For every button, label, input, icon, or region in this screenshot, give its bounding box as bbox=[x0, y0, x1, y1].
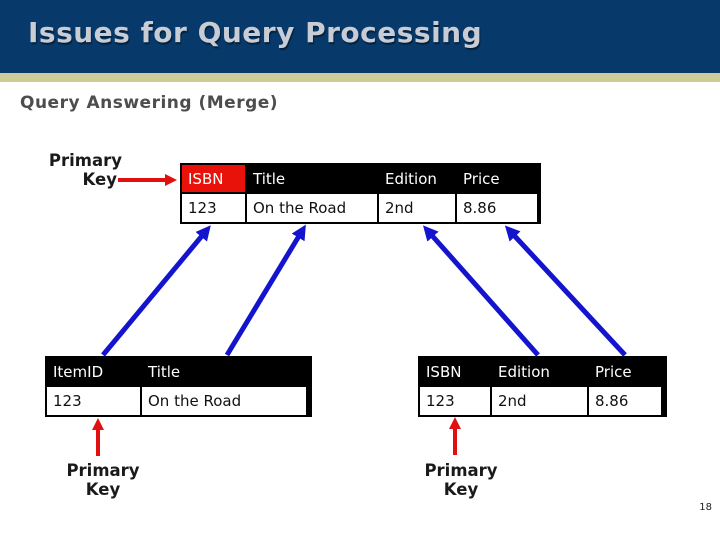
right-source-data-row: 123 2nd 8.86 bbox=[420, 387, 665, 415]
left-cell-title: On the Road bbox=[142, 387, 306, 415]
blue-merge-arrow-edition-to-edition-icon bbox=[423, 225, 540, 357]
right-cell-price: 8.86 bbox=[589, 387, 661, 415]
accent-divider bbox=[0, 73, 720, 82]
right-cell-isbn: 123 bbox=[420, 387, 490, 415]
merged-cell-isbn: 123 bbox=[182, 194, 245, 222]
primary-key-label-line2: Key bbox=[85, 480, 121, 499]
left-cell-itemid: 123 bbox=[47, 387, 140, 415]
left-source-table: ItemID Title 123 On the Road bbox=[45, 356, 312, 417]
slide-title: Issues for Query Processing bbox=[28, 16, 483, 49]
right-header-edition: Edition bbox=[498, 362, 550, 381]
merged-cell-edition: 2nd bbox=[379, 194, 455, 222]
merged-cell-price: 8.86 bbox=[457, 194, 537, 222]
title-banner bbox=[0, 0, 720, 73]
right-header-isbn: ISBN bbox=[426, 362, 462, 381]
primary-key-label-line1: Primary bbox=[424, 461, 498, 480]
right-cell-edition: 2nd bbox=[492, 387, 587, 415]
left-header-itemid: ItemID bbox=[53, 362, 104, 381]
left-header-title: Title bbox=[148, 362, 181, 381]
slide-subtitle: Query Answering (Merge) bbox=[20, 93, 279, 113]
merged-header-title: Title bbox=[253, 169, 286, 188]
merged-table-data-row: 123 On the Road 2nd 8.86 bbox=[182, 194, 539, 222]
page-number: 18 bbox=[699, 502, 712, 513]
merged-header-isbn: ISBN bbox=[182, 165, 245, 192]
right-source-header-row: ISBN Edition Price bbox=[420, 358, 665, 385]
left-source-header-row: ItemID Title bbox=[47, 358, 310, 385]
primary-key-label-line2: Key bbox=[443, 480, 479, 499]
primary-key-label-line2: Key bbox=[82, 170, 117, 189]
primary-key-label-line1: Primary bbox=[66, 461, 140, 480]
blue-merge-arrow-price-to-price-icon bbox=[504, 225, 627, 357]
primary-key-label-bottom-right: Primary Key bbox=[420, 461, 502, 499]
merged-table-header-row: ISBN Title Edition Price bbox=[182, 165, 539, 192]
merged-header-edition: Edition bbox=[385, 169, 437, 188]
blue-merge-arrow-title-to-title-icon bbox=[224, 224, 306, 357]
merged-header-price: Price bbox=[463, 169, 500, 188]
right-source-table: ISBN Edition Price 123 2nd 8.86 bbox=[418, 356, 667, 417]
primary-key-label-bottom-left: Primary Key bbox=[62, 461, 144, 499]
left-source-data-row: 123 On the Road bbox=[47, 387, 310, 415]
right-header-price: Price bbox=[595, 362, 632, 381]
primary-key-label-line1: Primary bbox=[48, 151, 122, 170]
primary-key-label-top: Primary Key bbox=[36, 151, 122, 189]
merged-table: ISBN Title Edition Price 123 On the Road… bbox=[180, 163, 541, 224]
blue-merge-arrow-itemid-to-isbn-icon bbox=[101, 225, 211, 357]
merged-cell-title: On the Road bbox=[247, 194, 377, 222]
